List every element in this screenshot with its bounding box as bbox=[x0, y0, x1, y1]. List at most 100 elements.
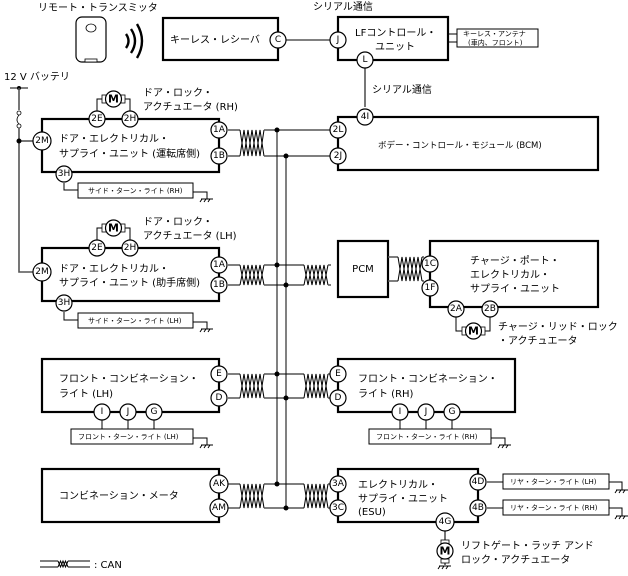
svg-text:2M: 2M bbox=[35, 136, 49, 146]
can-bus-backbone bbox=[276, 130, 287, 508]
svg-text:D: D bbox=[335, 393, 342, 403]
svg-text:J: J bbox=[126, 407, 130, 417]
ground-wire bbox=[193, 321, 208, 329]
can-wire bbox=[264, 264, 304, 286]
ground-icon bbox=[199, 444, 213, 449]
deu-rh-label-1: ドア・エレクトリカル・ bbox=[59, 133, 169, 145]
electrical-supply-unit-box bbox=[336, 467, 480, 524]
svg-text:1C: 1C bbox=[424, 259, 436, 269]
battery-label: 12 V バッテリ bbox=[4, 71, 70, 83]
pcm-label: PCM bbox=[352, 264, 374, 275]
connector-bcm-4i: 4I bbox=[356, 108, 374, 126]
connector-fcl-rh-e: E bbox=[329, 365, 347, 383]
connector-fcl-rh-j: J bbox=[417, 403, 435, 421]
can-wire bbox=[264, 129, 331, 157]
can-twist-symbol bbox=[239, 129, 265, 157]
remote-transmitter-label: リモート・トランスミッタ bbox=[38, 2, 158, 14]
serial-comm-top-label: シリアル通信 bbox=[313, 1, 373, 13]
svg-text:2M: 2M bbox=[35, 267, 49, 277]
front-combination-light-rh-box bbox=[336, 357, 517, 414]
svg-text:1A: 1A bbox=[213, 125, 226, 135]
svg-text:AK: AK bbox=[213, 479, 226, 489]
connector-deu-lh-1a: 1A bbox=[210, 256, 228, 274]
side-turn-rh-wire bbox=[63, 183, 78, 191]
svg-text:2H: 2H bbox=[124, 114, 137, 124]
svg-text:G: G bbox=[151, 407, 158, 417]
deu-rh-label-2: サプライ・ユニット (運転席側) bbox=[59, 147, 200, 160]
connector-deu-rh-2e: 2E bbox=[88, 110, 106, 128]
connector-bcm-2l: 2L bbox=[329, 121, 347, 139]
connector-fcl-rh-d: D bbox=[329, 389, 347, 407]
connector-deu-lh-2h: 2H bbox=[121, 239, 139, 257]
svg-text:1F: 1F bbox=[425, 283, 436, 293]
connector-deu-rh-2h: 2H bbox=[121, 110, 139, 128]
lf-control-unit-label-2: ユニット bbox=[375, 42, 415, 53]
combination-meter-box bbox=[40, 467, 221, 524]
liftgate-label-1: リフトゲート・ラッチ アンド bbox=[461, 540, 594, 552]
door-lock-lh-wires bbox=[96, 227, 131, 241]
door-lock-rh-label-1: ドア・ロック・ bbox=[143, 87, 213, 99]
rear-turn-rh-label: リヤ・ターン・ライト (RH) bbox=[510, 503, 598, 512]
liftgate-label-2: ロック・アクチュエータ bbox=[461, 554, 570, 566]
connector-lf-j: J bbox=[329, 31, 347, 49]
can-twist-symbol bbox=[239, 264, 265, 286]
svg-text:2A: 2A bbox=[450, 304, 463, 314]
charge-lid-label-2: ・アクチュエータ bbox=[498, 335, 578, 347]
keyless-antenna-label-1: キーレス・アンテナ bbox=[463, 30, 526, 38]
svg-text:E: E bbox=[216, 369, 222, 379]
keyless-receiver-label: キーレス・レシーバ bbox=[170, 34, 260, 46]
svg-text:1A: 1A bbox=[213, 260, 226, 270]
front-turn-light-rh-box bbox=[368, 428, 492, 445]
can-twist-symbol bbox=[303, 483, 329, 509]
can-legend-label: : CAN bbox=[94, 560, 122, 571]
front-turn-lh-label: フロント・ターン・ライト (LH) bbox=[78, 432, 179, 441]
svg-text:AM: AM bbox=[212, 503, 226, 513]
side-turn-rh-label: サイド・ターン・ライト (RH) bbox=[88, 186, 183, 195]
fcl-lh-label-1: フロント・コンビネーション・ bbox=[59, 373, 199, 385]
ground-icon bbox=[614, 489, 628, 494]
esu-label-3: (ESU) bbox=[358, 507, 386, 518]
antenna-wires bbox=[448, 33, 457, 43]
svg-text:2J: 2J bbox=[334, 151, 342, 161]
charge-port-label-3: サプライ・ユニット bbox=[470, 283, 560, 295]
charge-lid-wires bbox=[455, 317, 491, 332]
fcl-rh-label-2: ライト (RH) bbox=[358, 388, 414, 400]
fcl-rh-label-1: フロント・コンビネーション・ bbox=[358, 373, 498, 385]
ground-wire bbox=[193, 191, 208, 199]
bcm-label: ボデー・コントロール・モジュール (BCM) bbox=[378, 140, 542, 151]
svg-text:2L: 2L bbox=[333, 125, 344, 135]
rear-turn-lh-label: リヤ・ターン・ライト (LH) bbox=[510, 477, 597, 486]
connector-cp-1f: 1F bbox=[421, 279, 439, 297]
serial-comm-mid-label: シリアル通信 bbox=[372, 84, 432, 96]
can-bus bbox=[228, 127, 424, 511]
connector-cp-2a: 2A bbox=[447, 300, 465, 318]
svg-text:C: C bbox=[275, 35, 281, 45]
connector-esu-4b: 4B bbox=[469, 499, 487, 517]
connector-fcl-lh-d: D bbox=[210, 389, 228, 407]
svg-text:3H: 3H bbox=[58, 298, 71, 308]
esu-label-2: サプライ・ユニット bbox=[358, 493, 448, 505]
connector-fcl-rh-i: I bbox=[391, 403, 409, 421]
connector-esu-4g: 4G bbox=[435, 512, 455, 532]
svg-text:E: E bbox=[335, 369, 341, 379]
charge-port-unit-box bbox=[428, 239, 600, 309]
motor-icon: M bbox=[101, 90, 126, 108]
front-combination-light-lh-box bbox=[40, 357, 221, 414]
svg-text:I: I bbox=[399, 407, 402, 417]
can-wire bbox=[228, 264, 240, 286]
svg-text:M: M bbox=[108, 93, 119, 106]
can-twist-symbol bbox=[397, 256, 423, 282]
pcm-box bbox=[336, 239, 390, 299]
front-turn-light-lh-box bbox=[70, 428, 194, 445]
svg-text:2B: 2B bbox=[484, 304, 496, 314]
connector-esu-3a: 3A bbox=[329, 475, 347, 493]
side-turn-light-rh-box bbox=[77, 182, 194, 199]
esu-label-1: エレクトリカル・ bbox=[358, 479, 438, 491]
svg-text:1B: 1B bbox=[213, 151, 225, 161]
front-turn-rh-label: フロント・ターン・ライト (RH) bbox=[376, 432, 478, 441]
svg-text:3C: 3C bbox=[332, 503, 344, 513]
connector-cp-1c: 1C bbox=[421, 255, 439, 273]
svg-text:J: J bbox=[424, 407, 428, 417]
